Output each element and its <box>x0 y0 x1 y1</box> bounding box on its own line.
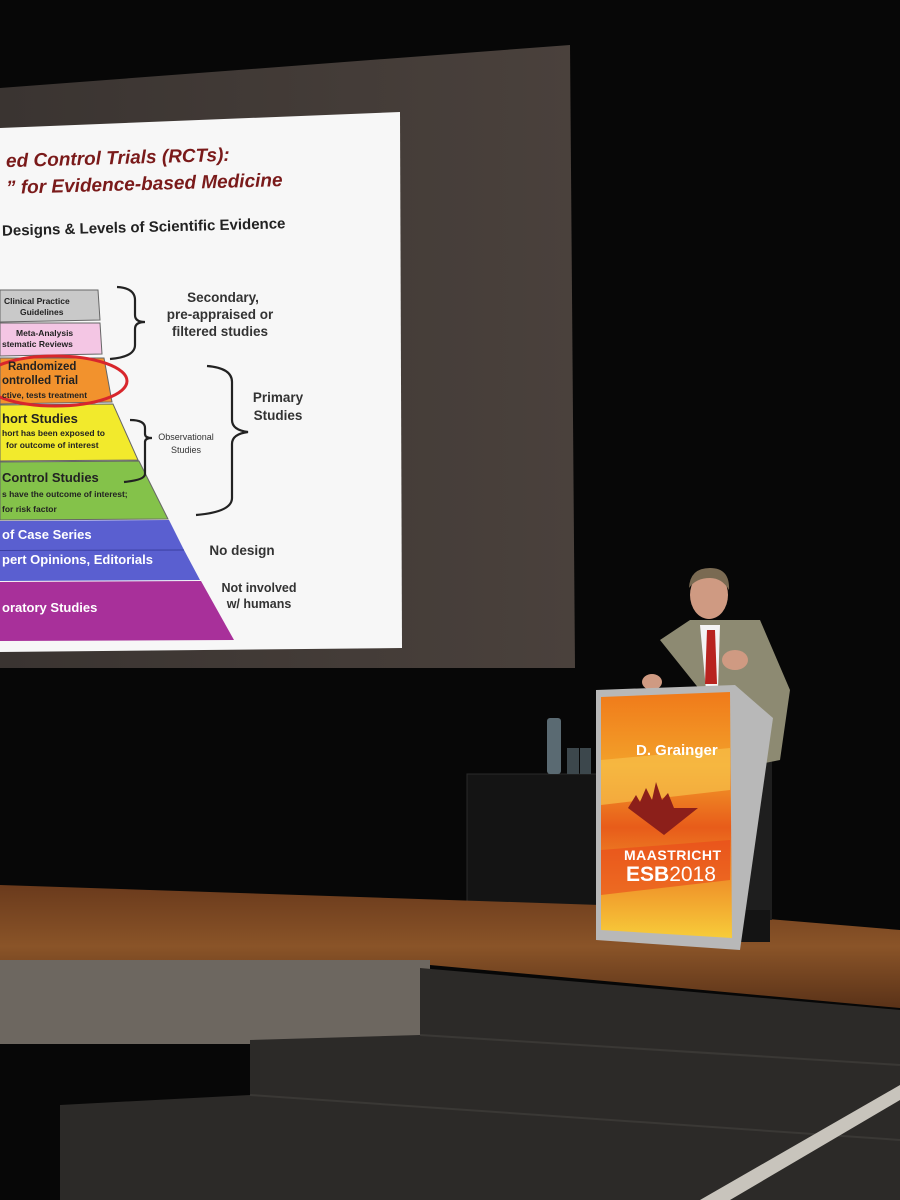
tier-label-meta-1: Meta-Analysis <box>16 328 74 338</box>
stair-railing <box>700 1085 900 1200</box>
note-no-design: No design <box>209 543 275 558</box>
tier-lab-studies <box>0 581 234 641</box>
rct-highlight-ring <box>0 354 129 408</box>
tier-case-control <box>0 460 169 521</box>
tier-label-cohort-3: for outcome of interest <box>6 440 99 450</box>
water-glass-2 <box>580 748 591 774</box>
evidence-pyramid <box>0 289 234 641</box>
note-observational-1: Observational <box>158 432 214 442</box>
note-primary-1: Primary <box>252 390 304 405</box>
note-primary-2: Studies <box>253 408 303 423</box>
tier-label-case-control-2: s have the outcome of interest; <box>2 489 128 499</box>
stage-front <box>0 960 430 1044</box>
podium-event: ESB2018 <box>626 863 716 887</box>
tier-label-rct-2: ontrolled Trial <box>2 375 79 387</box>
tier-label-cohort-2: hort has been exposed to <box>2 428 105 438</box>
podium-event-prefix: ESB <box>626 863 670 886</box>
water-glass <box>567 748 579 774</box>
tier-label-case-control-3: for risk factor <box>2 504 57 514</box>
tier-label-case-control-1: Control Studies <box>2 470 99 485</box>
tier-guidelines <box>0 289 101 323</box>
tier-expert-opinion <box>0 550 200 581</box>
slide-braces <box>109 285 249 517</box>
note-not-involved-2: w/ humans <box>226 597 292 611</box>
tier-label-guidelines-2: Guidelines <box>20 307 64 317</box>
tier-meta-analysis <box>0 322 103 357</box>
tier-label-case-series: of Case Series <box>2 527 92 542</box>
tier-label-cohort-1: hort Studies <box>2 411 78 426</box>
tier-label-lab-studies: oratory Studies <box>2 600 98 615</box>
tier-label-rct-3: ctive, tests treatment <box>2 390 88 400</box>
tier-label-expert-opinion: pert Opinions, Editorials <box>2 552 153 567</box>
note-observational-2: Studies <box>170 445 202 455</box>
note-secondary-1: Secondary, <box>187 290 259 305</box>
podium-event-year: 2018 <box>669 863 716 886</box>
podium-city: MAASTRICHT <box>624 847 722 863</box>
maastricht-skyline-logo <box>628 782 698 835</box>
note-secondary-2: pre-appraised or <box>166 307 274 322</box>
tier-label-guidelines-1: Clinical Practice <box>4 296 70 306</box>
podium-speaker-name: D. Grainger <box>636 742 718 759</box>
water-bottle <box>547 718 561 774</box>
tier-label-rct-1: Randomized <box>8 361 77 373</box>
note-secondary-3: filtered studies <box>171 324 269 339</box>
tier-case-series <box>0 520 184 551</box>
stage-steps <box>60 968 900 1200</box>
note-not-involved-1: Not involved <box>221 581 297 595</box>
tier-rct <box>0 357 113 405</box>
tier-label-meta-2: stematic Reviews <box>2 339 73 349</box>
